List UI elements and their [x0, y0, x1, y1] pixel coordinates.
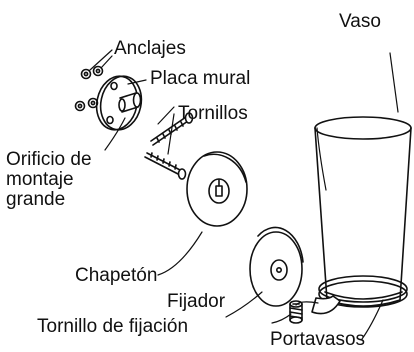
label-orificio-line3: grande [6, 189, 66, 210]
label-vaso: Vaso [339, 11, 381, 32]
wall-plate [95, 75, 143, 131]
label-fijador: Fijador [167, 291, 226, 312]
label-placa-mural: Placa mural [150, 68, 251, 89]
wall-anchors [74, 65, 104, 112]
escutcheon [186, 151, 248, 227]
tumbler [314, 116, 412, 307]
label-portavasos: Portavasos [270, 329, 366, 350]
label-anclajes: Anclajes [114, 38, 186, 59]
label-tornillos: Tornillos [178, 103, 248, 124]
label-chapeton: Chapetón [75, 265, 158, 286]
holder-cap [249, 226, 304, 307]
leader-lines [89, 49, 399, 340]
label-tornillo-fijacion: Tornillo de fijación [37, 316, 189, 337]
label-orificio-line2: montaje [6, 169, 74, 190]
screws [144, 112, 194, 180]
tumbler-holder [295, 275, 408, 315]
label-orificio-line1: Orificio de [6, 149, 92, 170]
